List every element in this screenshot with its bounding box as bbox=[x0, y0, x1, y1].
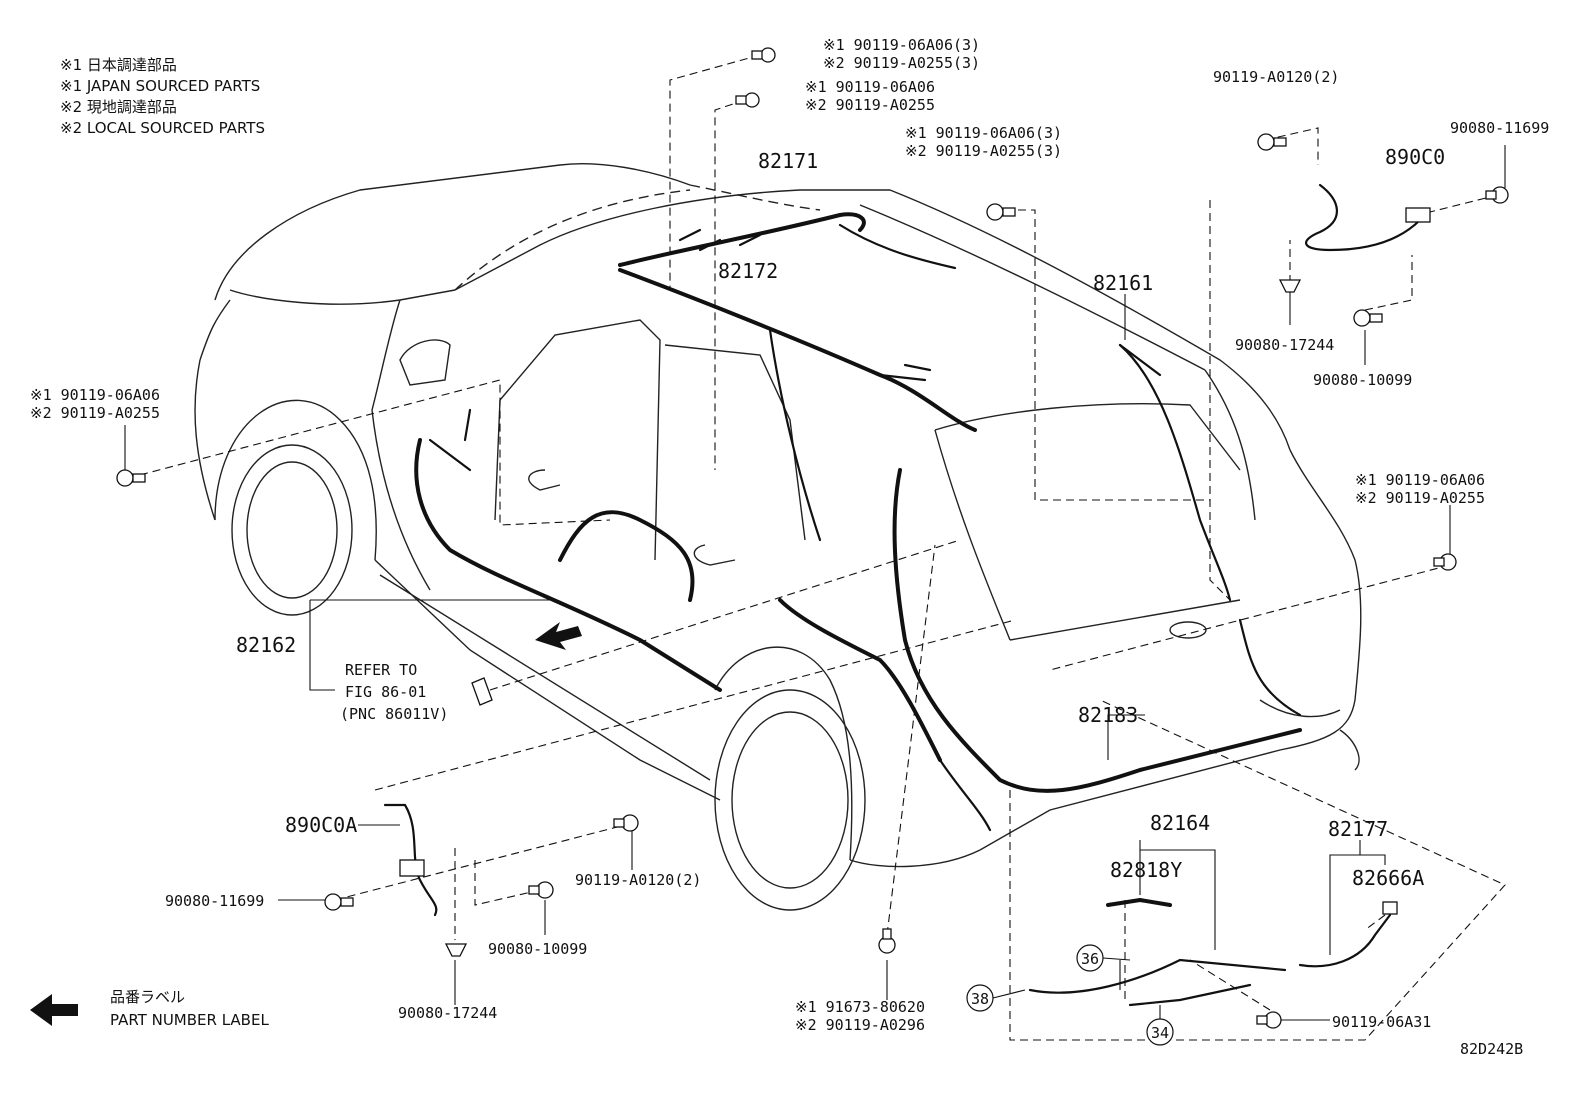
label-82183: 82183 bbox=[1078, 703, 1138, 727]
svg-text:34: 34 bbox=[1151, 1024, 1169, 1042]
grommet-refer bbox=[471, 677, 493, 706]
part-label-arrow-icon bbox=[535, 622, 582, 650]
label-right-bolt-a: ※1 90119-06A06 bbox=[1355, 471, 1485, 489]
harness-82161 bbox=[1118, 343, 1232, 602]
vehicle-body-outline bbox=[194, 163, 1362, 911]
label-82666a: 82666A bbox=[1352, 866, 1424, 890]
legend-label-en: PART NUMBER LABEL bbox=[110, 1011, 269, 1029]
label-bl-90119-a0120: 90119-A0120(2) bbox=[575, 871, 701, 889]
harness-890C0A bbox=[383, 803, 438, 917]
bolt-right bbox=[1433, 553, 1457, 571]
bolt-top-1 bbox=[751, 47, 776, 63]
refer-line-3: (PNC 86011V) bbox=[340, 705, 448, 723]
label-82171: 82171 bbox=[758, 149, 818, 173]
label-right-bolt-b: ※2 90119-A0255 bbox=[1355, 489, 1485, 507]
label-bl-90080-17244: 90080-17244 bbox=[398, 1004, 497, 1022]
bolt-tr-11699 bbox=[1485, 186, 1509, 204]
label-82161: 82161 bbox=[1093, 271, 1153, 295]
label-tr-90080-10099: 90080-10099 bbox=[1313, 371, 1412, 389]
leader-lines bbox=[139, 54, 1506, 1041]
label-top-bolt1-b: ※2 90119-A0255(3) bbox=[823, 54, 980, 72]
harness-890C0 bbox=[1305, 183, 1431, 252]
label-890c0: 890C0 bbox=[1385, 145, 1445, 169]
harness-82183 bbox=[778, 468, 1302, 832]
note-local-jp: ※2 現地調達部品 bbox=[60, 98, 177, 116]
clip-tr-17244 bbox=[1278, 279, 1302, 293]
label-82162: 82162 bbox=[236, 633, 296, 657]
harness-82172 bbox=[618, 268, 977, 542]
bolt-bl-a0120 bbox=[613, 814, 639, 832]
label-82164: 82164 bbox=[1150, 811, 1210, 835]
label-top-bolt1-a: ※1 90119-06A06(3) bbox=[823, 36, 980, 54]
solid-leaders bbox=[124, 145, 1506, 1021]
bolt-bl-10099 bbox=[528, 881, 554, 899]
label-tr-90080-11699: 90080-11699 bbox=[1450, 119, 1549, 137]
bolt-bl-11699 bbox=[324, 893, 354, 911]
bolt-left bbox=[116, 469, 146, 487]
label-bottom-bolt-a: ※1 91673-80620 bbox=[795, 998, 925, 1016]
legend-arrow-icon bbox=[30, 994, 78, 1026]
label-left-bolt-b: ※2 90119-A0255 bbox=[30, 404, 160, 422]
callout-36: 36 bbox=[1076, 944, 1104, 972]
label-tr-90119-a0120: 90119-A0120(2) bbox=[1213, 68, 1339, 86]
callout-34: 34 bbox=[1146, 1018, 1174, 1046]
bolt-bottom bbox=[878, 928, 896, 954]
label-82177: 82177 bbox=[1328, 817, 1388, 841]
harness-82162 bbox=[414, 408, 722, 692]
label-mid-bolt-a: ※1 90119-06A06(3) bbox=[905, 124, 1062, 142]
label-left-bolt-a: ※1 90119-06A06 bbox=[30, 386, 160, 404]
note-japan-en: ※1 JAPAN SOURCED PARTS bbox=[60, 77, 260, 95]
clip-bl-17244 bbox=[444, 943, 468, 957]
label-82818y: 82818Y bbox=[1110, 858, 1182, 882]
bolt-top-2 bbox=[735, 92, 760, 108]
label-mid-bolt-b: ※2 90119-A0255(3) bbox=[905, 142, 1062, 160]
harness-82177 bbox=[1298, 901, 1398, 968]
legend-label-jp: 品番ラベル bbox=[110, 988, 185, 1006]
svg-text:38: 38 bbox=[971, 990, 989, 1008]
harness-82171 bbox=[618, 212, 957, 270]
label-bl-90080-10099: 90080-10099 bbox=[488, 940, 587, 958]
bolt-tr-10099 bbox=[1353, 309, 1383, 327]
callout-38: 38 bbox=[966, 984, 994, 1012]
label-890c0a: 890C0A bbox=[285, 813, 357, 837]
bolt-tr-a0120 bbox=[1257, 133, 1287, 151]
svg-text:36: 36 bbox=[1081, 950, 1099, 968]
label-bl-90080-11699: 90080-11699 bbox=[165, 892, 264, 910]
note-local-en: ※2 LOCAL SOURCED PARTS bbox=[60, 119, 265, 137]
refer-line-1: REFER TO bbox=[345, 661, 417, 679]
note-japan-jp: ※1 日本調達部品 bbox=[60, 56, 177, 74]
bolt-mid bbox=[986, 203, 1016, 221]
harness-82164 bbox=[1028, 898, 1287, 1007]
label-top-bolt2-a: ※1 90119-06A06 bbox=[805, 78, 935, 96]
figure-code: 82D242B bbox=[1460, 1040, 1523, 1058]
label-top-bolt2-b: ※2 90119-A0255 bbox=[805, 96, 935, 114]
bolt-06a31 bbox=[1256, 1011, 1282, 1029]
label-90119-06a31: 90119-06A31 bbox=[1332, 1013, 1431, 1031]
refer-line-2: FIG 86-01 bbox=[345, 683, 426, 701]
label-bottom-bolt-b: ※2 90119-A0296 bbox=[795, 1016, 925, 1034]
label-82172: 82172 bbox=[718, 259, 778, 283]
label-tr-90080-17244: 90080-17244 bbox=[1235, 336, 1334, 354]
